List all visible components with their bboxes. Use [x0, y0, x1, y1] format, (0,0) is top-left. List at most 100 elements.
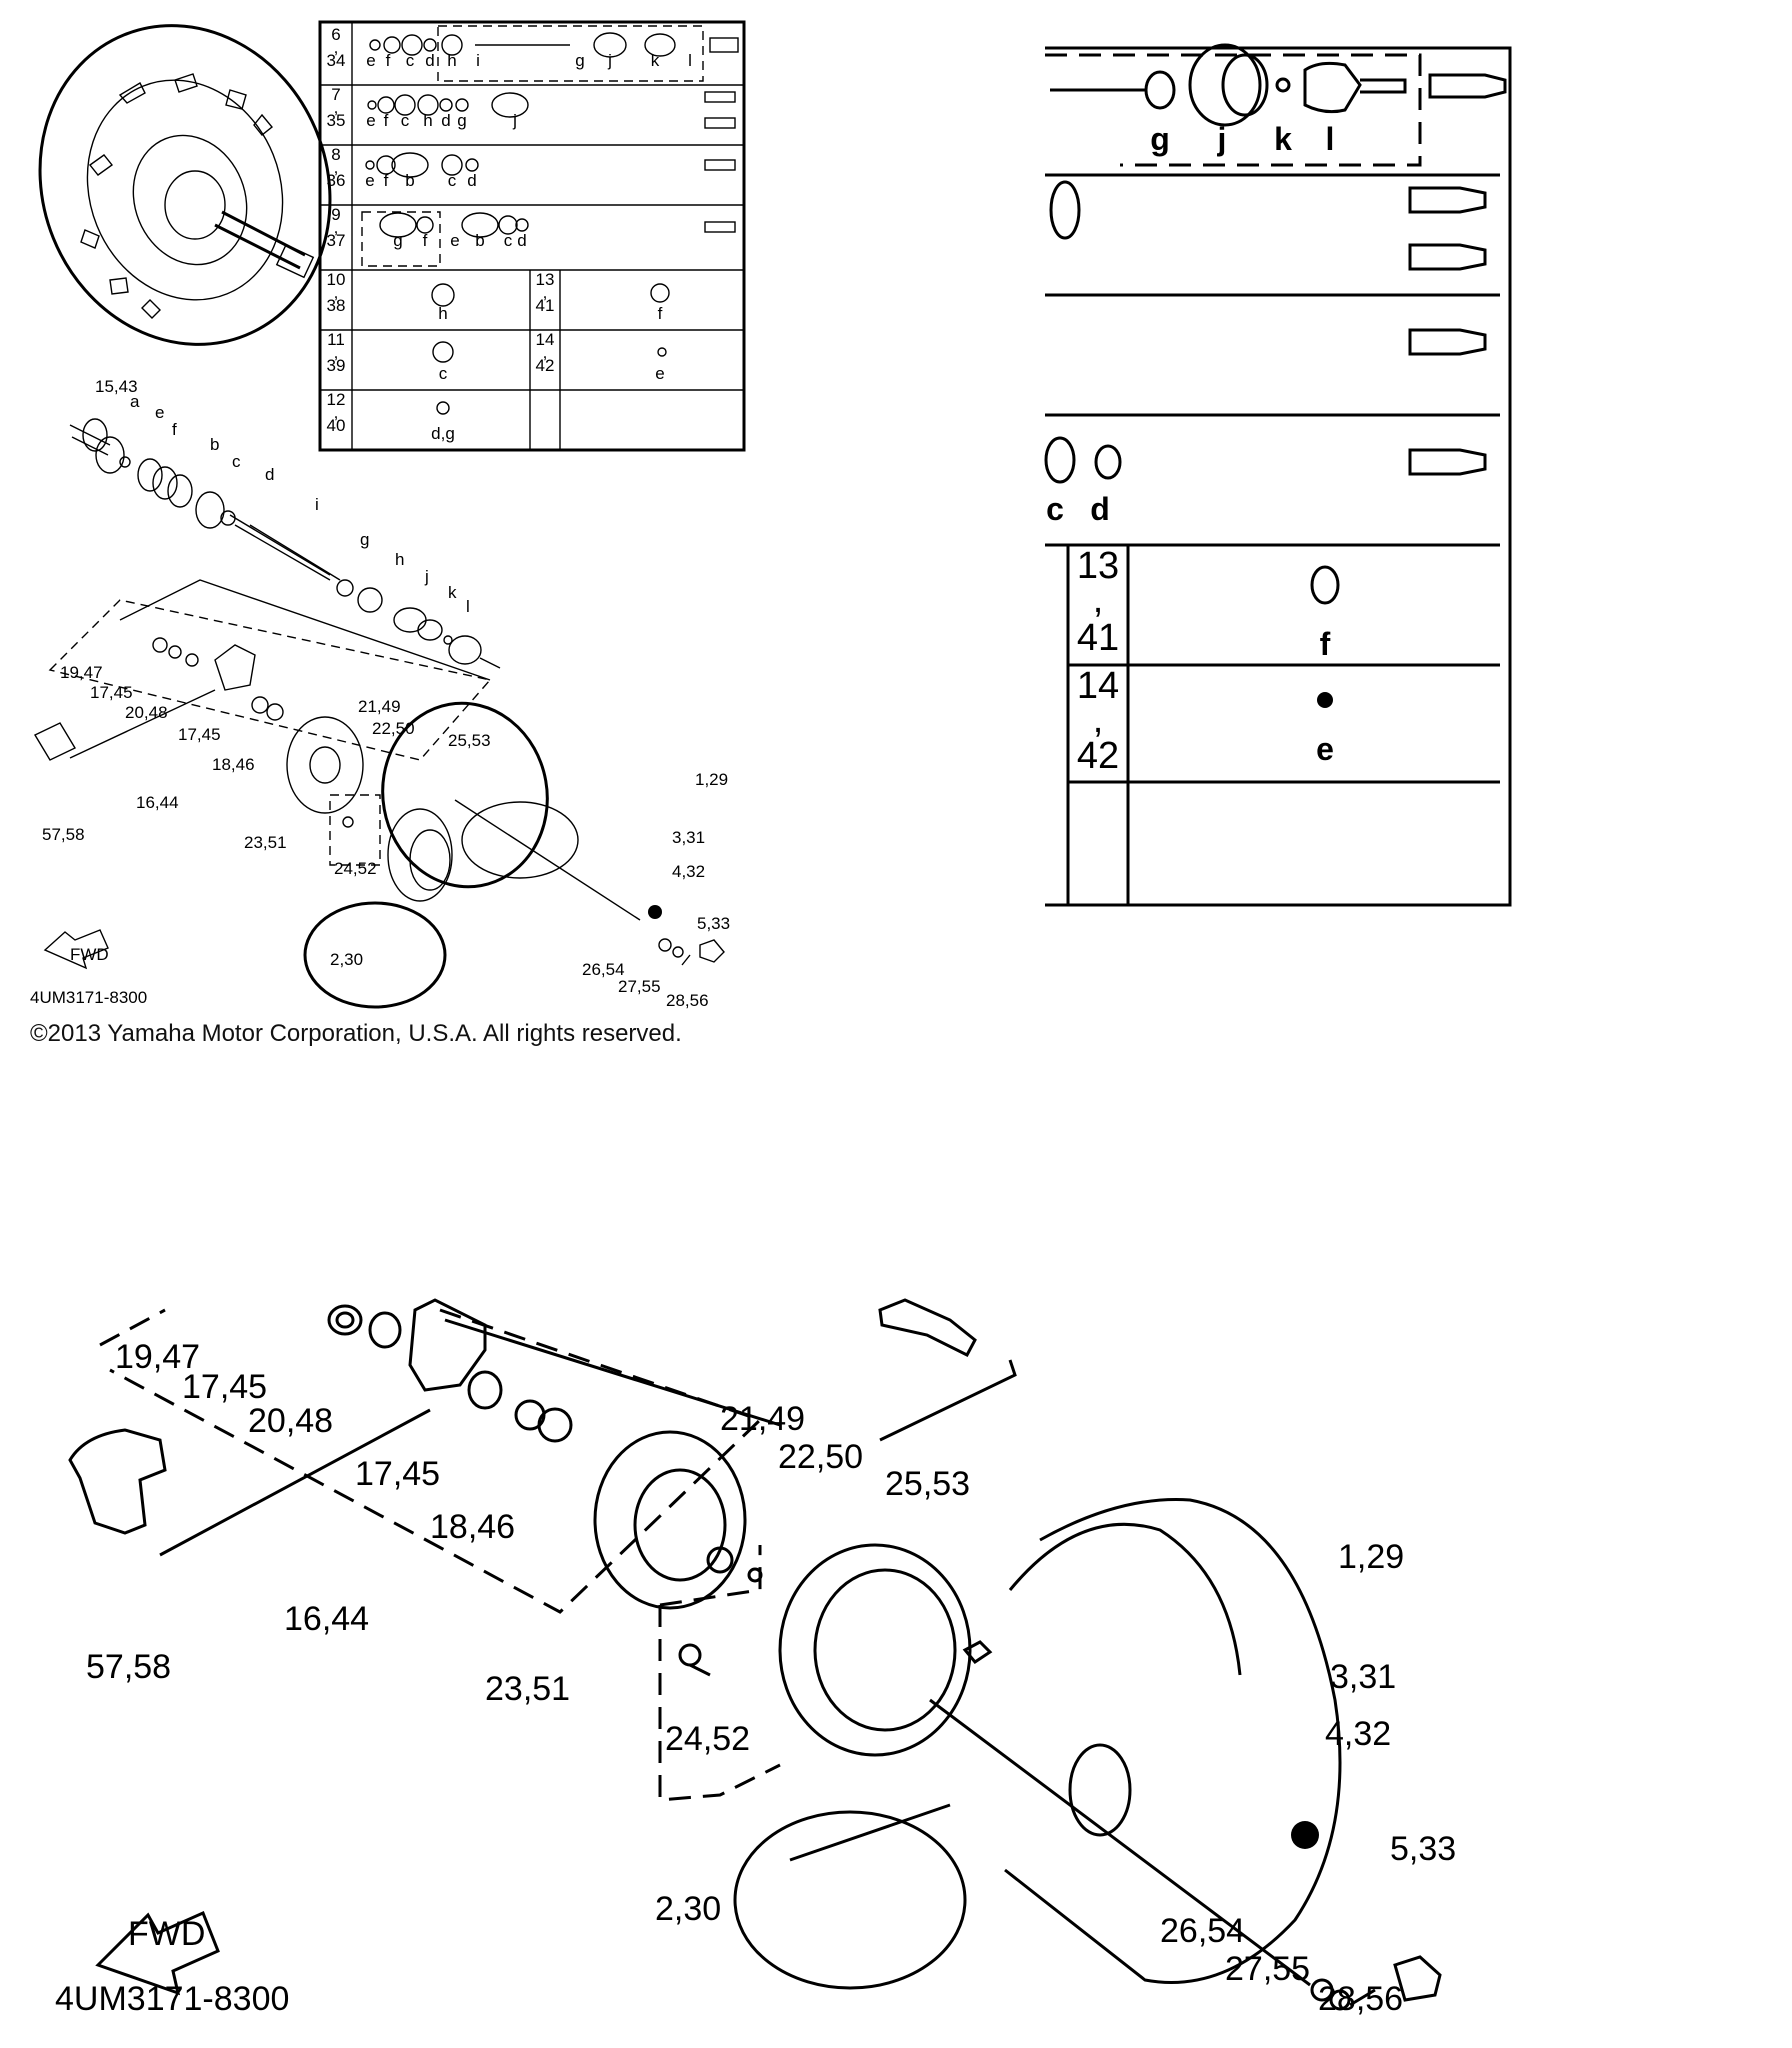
table-part-letter: j [512, 111, 517, 130]
table-part-letter: c [439, 364, 448, 383]
shaft-label: h [395, 550, 404, 569]
detail-part-callout: 2,30 [655, 1890, 721, 1928]
table-part-letter: b [405, 171, 414, 190]
zoom-part-letter: j [1217, 121, 1227, 157]
detail-part-callout: 4,32 [1325, 1715, 1391, 1753]
table-part-letter: e [366, 51, 375, 70]
shaft-label: g [360, 530, 369, 549]
table-row-id-4-bottom: 38 [327, 296, 346, 315]
table-part-letter: f [384, 111, 389, 130]
shaft-label: j [424, 567, 429, 586]
detail-part-callout: 25,53 [885, 1465, 970, 1503]
zoom-part-letter: f [1320, 626, 1331, 662]
table-part-letter: e [655, 364, 664, 383]
table-part-letter: g [457, 111, 466, 130]
part-callout: 25,53 [448, 731, 491, 750]
table-row-id-5-top: 11 [327, 330, 345, 349]
table-part-letter: c [401, 111, 410, 130]
table-row-id-2-top: 8 [331, 145, 340, 164]
table-row-id-6-bottom: 40 [327, 416, 346, 435]
detail-part-callout: 18,46 [430, 1508, 515, 1546]
table-part-letter: j [607, 51, 612, 70]
zoom-part-letter: e [1316, 731, 1334, 767]
detail-part-callout: 20,48 [248, 1402, 333, 1440]
detail-zoom: 19,4717,4520,4817,4518,4616,4457,5821,49… [55, 1298, 1456, 2018]
zoom-row-id-bottom: 41 [1077, 617, 1119, 659]
table-row-id-5-comma: , [334, 343, 339, 362]
detail-part-callout: 26,54 [1160, 1912, 1245, 1950]
overview-exploded-shaft [34, 418, 501, 761]
table-part-letter: f [386, 51, 391, 70]
table-row-id2-4-bottom: 41 [536, 296, 555, 315]
shaft-label: 15,43 [95, 377, 138, 396]
detail-part-callout: 3,31 [1330, 1658, 1396, 1696]
table-part-letter: h [438, 304, 447, 323]
part-callout: 1,29 [695, 770, 728, 789]
table-part-letter: d [467, 171, 476, 190]
detail-part-callout: 24,52 [665, 1720, 750, 1758]
table-part-letter: c [448, 171, 457, 190]
part-callout: 5,33 [697, 914, 730, 933]
zoom-row-id-top: 14 [1077, 665, 1119, 707]
zoom-row-id-comma: , [1093, 699, 1104, 741]
zoom-row-id-top: 13 [1077, 545, 1119, 587]
zoom-part-letter: d [1090, 491, 1110, 527]
table-row-id-0-bottom: 34 [327, 51, 346, 70]
detail-part-callout: 27,55 [1225, 1950, 1310, 1988]
table-row-id-3-top: 9 [331, 205, 340, 224]
table-part-letter: d [425, 51, 434, 70]
table-part-letter: h [423, 111, 432, 130]
part-callout: 57,58 [42, 825, 85, 844]
table-part-letter: f [423, 231, 428, 250]
table-row-id-3-bottom: 37 [327, 231, 346, 250]
part-callout: 22,50 [372, 719, 415, 738]
shaft-label: k [448, 583, 457, 602]
table-row-id-1-comma: , [334, 98, 339, 117]
detail-part-callout: 23,51 [485, 1670, 570, 1708]
table-row-id2-5-top: 14 [536, 330, 555, 349]
part-callout: 18,46 [212, 755, 255, 774]
detail-part-callout: 21,49 [720, 1400, 805, 1438]
table-row-id-2-bottom: 36 [327, 171, 346, 190]
zoom-part-letter: k [1274, 121, 1292, 157]
part-callout: 17,45 [90, 683, 133, 702]
zoom-part-letter: c [1046, 491, 1064, 527]
table-row-id2-5-comma: , [543, 343, 548, 362]
shaft-label: i [315, 495, 319, 514]
table-row-id-1-bottom: 35 [327, 111, 346, 130]
overview-wheel-assembly [38, 24, 332, 346]
detail-part-callout: 16,44 [284, 1600, 369, 1638]
table-part-letter: f [658, 304, 663, 323]
detail-part-callout: 19,47 [115, 1338, 200, 1376]
table-part-letter: b [475, 231, 484, 250]
part-callout: 20,48 [125, 703, 168, 722]
part-callout: 23,51 [244, 833, 287, 852]
shaft-label: f [172, 420, 177, 439]
part-callout: 17,45 [178, 725, 221, 744]
detail-part-callout: 57,58 [86, 1648, 171, 1686]
zoom-row-id-comma: , [1093, 579, 1104, 621]
shaft-label: c [232, 452, 241, 471]
table-row-id-6-comma: , [334, 403, 339, 422]
diagram-code: 4UM3171-8300 [30, 988, 147, 1007]
table-part-letter: d,g [431, 424, 455, 443]
part-callout: 16,44 [136, 793, 179, 812]
table-part-letter: d [517, 231, 526, 250]
overview-callouts: 15,43aefbcdighjkl19,4717,4520,4817,4518,… [30, 377, 730, 1010]
detail-part-callout: 28,56 [1318, 1980, 1403, 2018]
table-part-letter: e [450, 231, 459, 250]
detail-part-callout: 1,29 [1338, 1538, 1404, 1576]
part-callout: 27,55 [618, 977, 661, 996]
shaft-label: l [466, 597, 470, 616]
zoom-part-letter: g [1150, 121, 1170, 157]
table-row-id2-4-comma: , [543, 283, 548, 302]
table-row-id2-5-bottom: 42 [536, 356, 555, 375]
table-row-id-4-comma: , [334, 283, 339, 302]
table-row-id-0-comma: , [334, 38, 339, 57]
table-part-letter: l [688, 51, 692, 70]
part-callout: 28,56 [666, 991, 709, 1010]
part-callout: 24,52 [334, 859, 377, 878]
table-part-letter: f [384, 171, 389, 190]
